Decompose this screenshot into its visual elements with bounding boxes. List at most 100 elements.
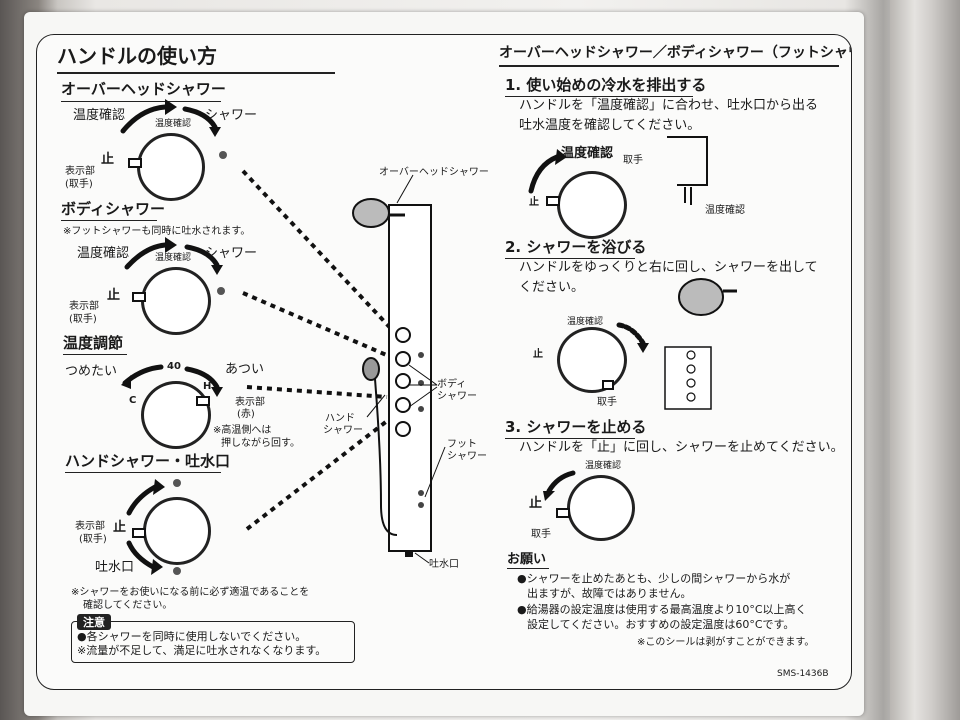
overhead-display: 表示部 [65, 166, 95, 177]
arrow-icon [528, 154, 560, 194]
heading-rule [507, 568, 549, 569]
temp-heading: 温度調節 [63, 334, 124, 352]
title-rule [499, 65, 839, 67]
body-shower: シャワー [205, 246, 258, 261]
instruction-label: ハンドルの使い方 オーバーヘッドシャワー 温度確認 シャワー 温度確認 止 表示… [36, 34, 852, 690]
hand-handle: (取手) [79, 534, 107, 545]
overhead-dial-mark: 温度確認 [155, 119, 192, 129]
hand-spout: 吐水口 [95, 560, 135, 575]
leader-line [242, 291, 392, 359]
step3-handle-knob [567, 475, 635, 541]
step2-handle-knob [557, 327, 627, 393]
arrow-icon [184, 244, 220, 268]
title-rule [57, 72, 335, 74]
temp-note1: ※高温側へは [213, 425, 272, 436]
arrow-icon [126, 540, 156, 570]
heading-rule [61, 101, 221, 102]
display-tab [128, 158, 142, 168]
center-hand-label2: シャワー [323, 425, 363, 436]
body-note: ※フットシャワーも同時に吐水されます。 [63, 226, 251, 237]
door-frame [890, 0, 960, 720]
step2-handle: 取手 [597, 397, 617, 408]
temp-hot: あつい [225, 362, 265, 377]
center-body-label2: シャワー [437, 391, 477, 402]
temp-handle-knob [141, 381, 211, 449]
step1-handle: 取手 [623, 155, 643, 166]
hand-handle-knob [143, 497, 211, 565]
right-title: オーバーヘッドシャワー／ボディシャワー（フットシャワー）使い方手順 [499, 45, 851, 61]
heading-rule [63, 354, 127, 355]
display-tab [602, 380, 614, 390]
step1-line2: 吐水温度を確認してください。 [519, 118, 701, 133]
product-code: SMS-1436B [777, 669, 829, 679]
heading-rule [505, 438, 635, 439]
caution-box [71, 621, 355, 663]
center-body-label: ボディ [437, 379, 467, 390]
shower-panel [352, 198, 432, 557]
caution-tag: 注意 [77, 614, 111, 630]
heading-rule [61, 220, 157, 221]
request-heading: お願い [507, 552, 547, 567]
step2-line1: ハンドルをゆっくりと右に回し、シャワーを出して [519, 260, 818, 275]
step2-stop: 止 [533, 349, 543, 360]
body-spray-icon [217, 287, 225, 295]
arrow-icon [126, 484, 158, 516]
arrow-icon [182, 106, 218, 130]
spout-icon [173, 567, 181, 575]
request-b1a: ●シャワーを止めたあとも、少しの間シャワーから水が [517, 572, 791, 585]
overhead-heading: オーバーヘッドシャワー [61, 80, 226, 98]
hand-spray-icon [173, 479, 181, 487]
caution-line2: ※流量が不足して、満足に吐水されなくなります。 [77, 644, 327, 657]
arrow-icon [184, 366, 220, 390]
arrowhead-icon [543, 491, 555, 501]
arrow-icon [124, 242, 168, 270]
center-foot-label: フット [447, 439, 477, 450]
temp-note2: 押しながら回す。 [221, 438, 300, 449]
step2-dial-mark: 温度確認 [567, 317, 604, 327]
illustrations [120, 99, 737, 575]
hand-heading: ハンドシャワー・吐水口 [65, 452, 231, 470]
display-tab [132, 528, 146, 538]
arrowhead-icon [165, 237, 177, 253]
step1-temp-check: 温度確認 [561, 146, 614, 161]
temp-forty: 40 [167, 361, 181, 372]
heading-rule [505, 96, 693, 97]
hand-display: 表示部 [75, 521, 105, 532]
step3-handle: 取手 [531, 529, 551, 540]
heading-rule [505, 258, 635, 259]
heading-rule [65, 472, 221, 473]
arrowhead-icon [211, 387, 223, 397]
overhead-shower: シャワー [205, 108, 258, 123]
step3-stop: 止 [529, 496, 543, 511]
temp-red: (赤) [237, 409, 255, 420]
hand-stop: 止 [113, 520, 127, 535]
display-tab [556, 508, 570, 518]
step2-line2: ください。 [519, 280, 585, 295]
display-tab [546, 196, 560, 206]
temp-display: 表示部 [235, 397, 265, 408]
temp-c: C [129, 395, 137, 406]
step3-heading: 3. シャワーを止める [505, 418, 647, 436]
body-dial-mark: 温度確認 [155, 253, 192, 263]
step3-line1: ハンドルを「止」に回し、シャワーを止めてください。 [519, 440, 844, 455]
arrowhead-icon [637, 343, 649, 353]
request-b2b: 設定してください。おすすめの設定温度は60°Cです。 [527, 618, 795, 631]
shower-spray-icon [219, 151, 227, 159]
arrowhead-icon [555, 149, 567, 165]
step2-shower-illustration [664, 278, 737, 410]
arrowhead-icon [211, 265, 223, 275]
step1-heading: 1. 使い始めの冷水を排出する [505, 76, 707, 94]
hand-shower-head [362, 357, 380, 381]
body-display: 表示部 [69, 301, 99, 312]
temp-cold: つめたい [65, 364, 118, 379]
display-tab [196, 396, 210, 406]
request-peel: ※このシールは剥がすことができます。 [637, 637, 815, 648]
body-heading: ボディシャワー [61, 200, 165, 218]
temp-h: H [203, 381, 212, 392]
overhead-handle: (取手) [65, 179, 93, 190]
step1-line1: ハンドルを「温度確認」に合わせ、吐水口から出る [519, 98, 819, 113]
leader-line [245, 419, 389, 531]
display-tab [132, 292, 146, 302]
left-title: ハンドルの使い方 [57, 44, 217, 68]
center-foot-label2: シャワー [447, 451, 487, 462]
